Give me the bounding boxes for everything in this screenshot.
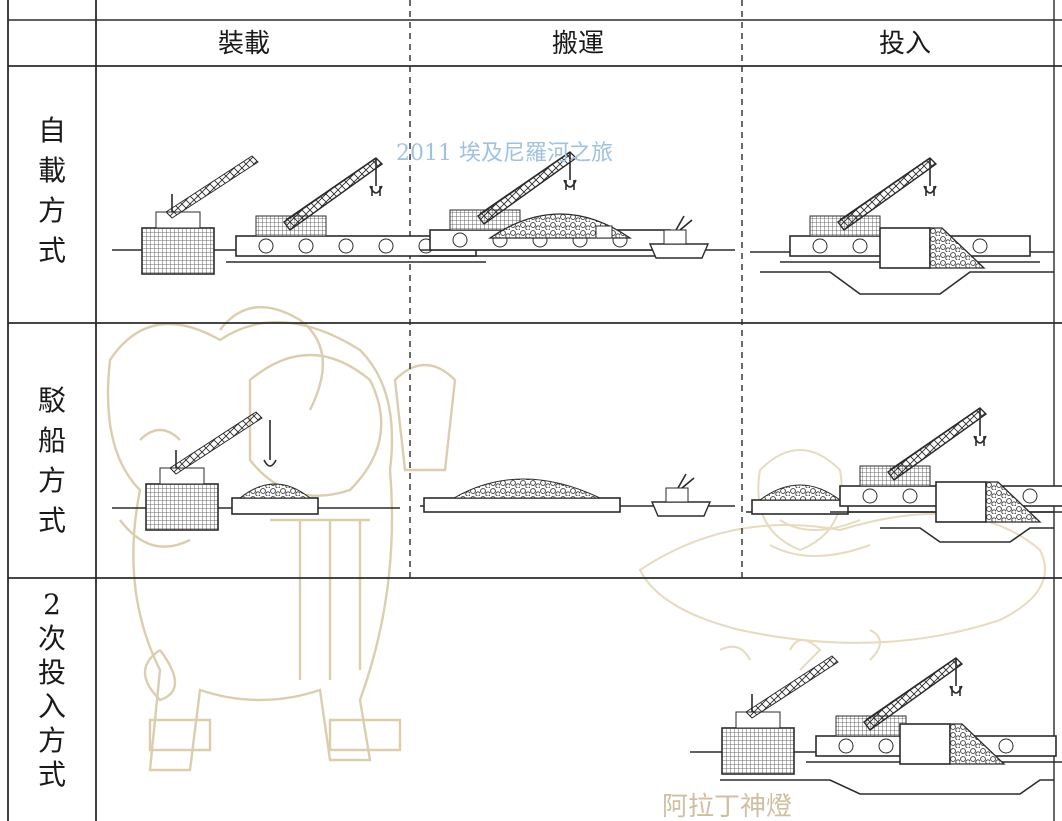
row-label-secondary-dump: 2 次 投 入 方 式 [38, 588, 66, 791]
row-label-char: 2 [43, 588, 61, 621]
row-label-barge: 駁 船 方 式 [38, 384, 66, 537]
row-label-char: 入 [38, 690, 66, 723]
background-sketch [106, 306, 1046, 772]
row-label-char: 載 [38, 154, 66, 187]
row-label-char: 自 [38, 114, 66, 147]
row-label-self-loading: 自 載 方 式 [38, 114, 66, 267]
illustration-self-dump [750, 157, 1054, 295]
row-label-char: 式 [38, 504, 66, 537]
illustration-self-transport [419, 151, 735, 259]
row-label-char: 方 [38, 724, 66, 757]
column-header-transport: 搬運 [552, 29, 604, 59]
column-header-load: 裝載 [218, 29, 270, 59]
row-label-char: 式 [38, 758, 66, 791]
watermark-bottom-caption: 阿拉丁神燈 [662, 792, 792, 821]
row-label-char: 投 [38, 656, 66, 689]
column-headers: 裝載 搬運 投入 [218, 29, 931, 59]
illustration-barge-dump [746, 407, 1062, 543]
illustration-secondary-dump [690, 655, 1062, 795]
row-label-char: 次 [38, 622, 66, 655]
illustration-barge-transport [420, 473, 735, 517]
column-header-dump: 投入 [879, 29, 931, 59]
row-label-char: 船 [38, 424, 66, 457]
row-label-char: 式 [38, 234, 66, 267]
table-grid [7, 0, 1062, 821]
row-label-char: 方 [38, 194, 66, 227]
row-label-char: 駁 [38, 384, 66, 417]
illustration-self-load [112, 155, 487, 275]
illustration-barge-load [112, 411, 400, 531]
row-label-char: 方 [38, 464, 66, 497]
watermark-caption: 2011 埃及尼羅河之旅 [396, 141, 613, 166]
